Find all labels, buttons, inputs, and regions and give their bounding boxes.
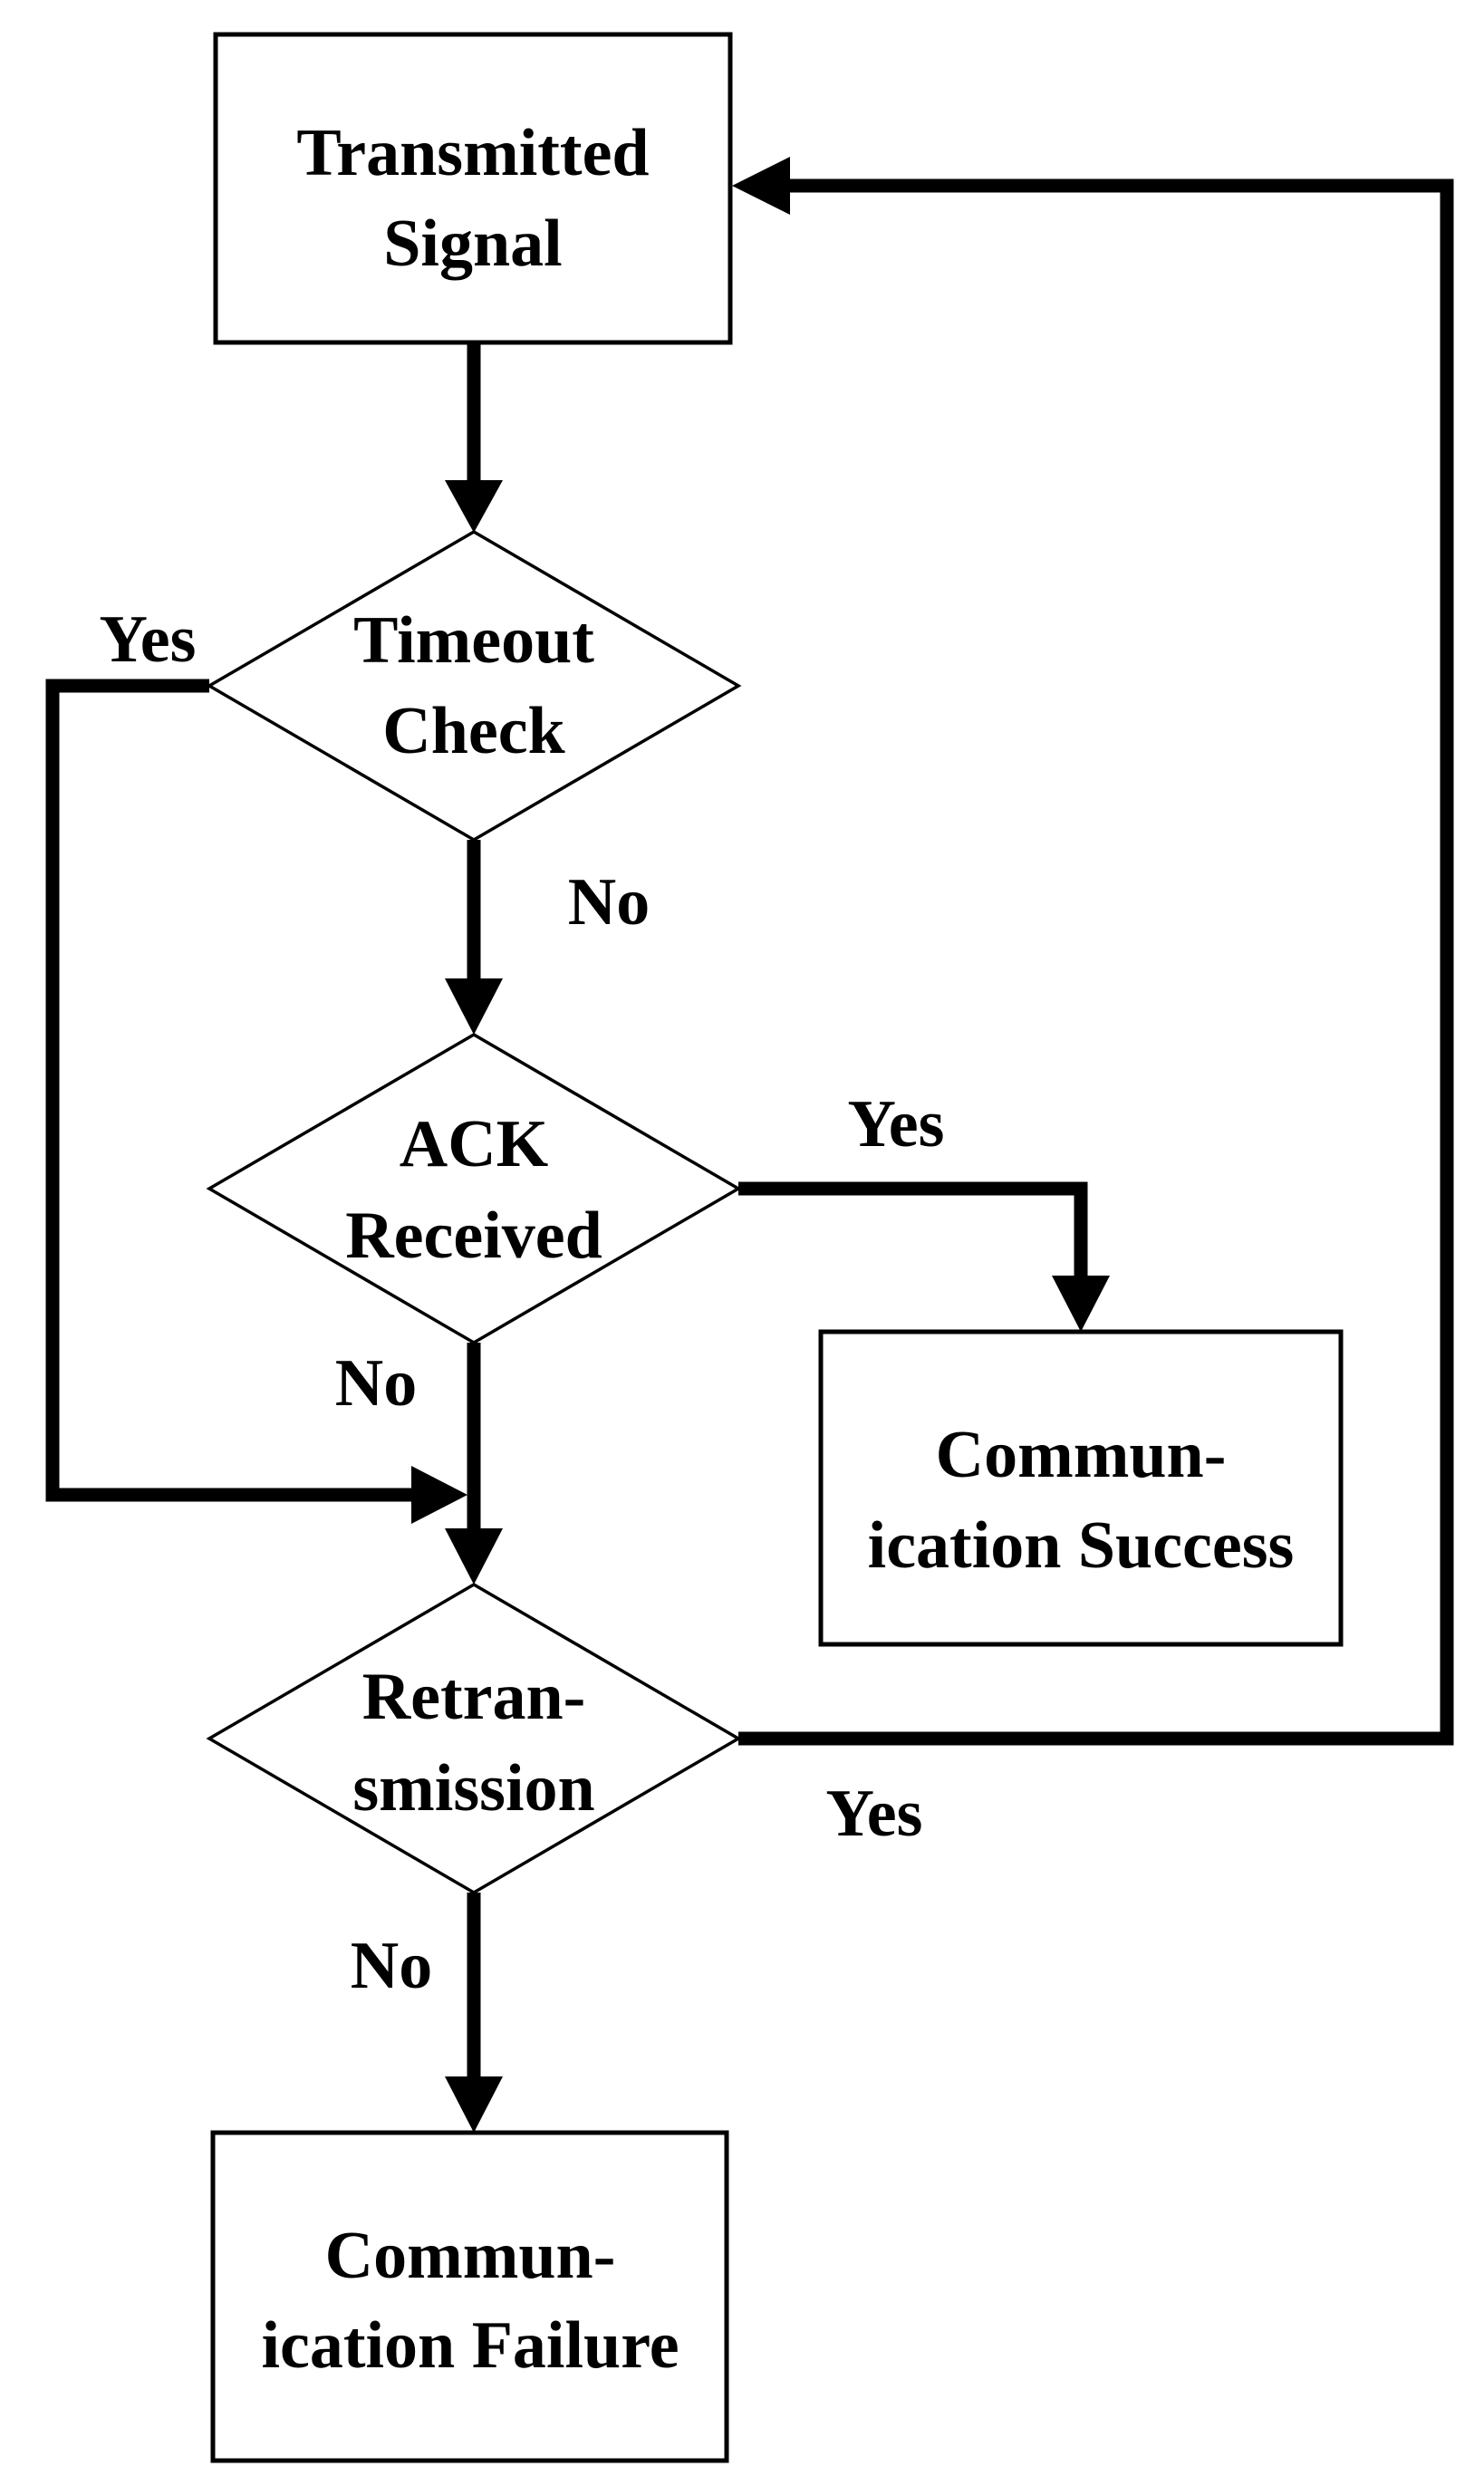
retransmission-diamond (206, 1582, 742, 1895)
arrowhead-into-success (1052, 1276, 1110, 1332)
arrowheads (411, 157, 1110, 2133)
communication-failure-label-line1: Commun- (325, 2219, 616, 2293)
ack-received-diamond (206, 1032, 742, 1345)
arrowhead-into-retransmission (445, 1528, 503, 1585)
nodes (206, 32, 1344, 2463)
communication-success-box (818, 1329, 1344, 1647)
timeout-no-label: No (568, 865, 650, 939)
arrowhead-into-timeout (445, 480, 503, 533)
arrowhead-into-failure (445, 2076, 503, 2133)
connectors (45, 178, 1454, 2080)
ack-received-label-line2: Received (345, 1199, 602, 1273)
timeout-check-diamond (206, 529, 742, 843)
arrowhead-into-transmitted (732, 157, 790, 215)
communication-success-label-line2: ication Success (868, 1508, 1295, 1583)
ack-received-label-line1: ACK (400, 1107, 548, 1181)
edge-retransmission-yes-right-loop (738, 178, 1454, 1746)
communication-success-label-line1: Commun- (936, 1418, 1227, 1492)
timeout-check-label-line2: Check (382, 694, 565, 768)
communication-failure-label-line2: ication Failure (261, 2308, 679, 2383)
transmitted-signal-label-line2: Signal (383, 207, 562, 281)
edge-labels: Yes No Yes No Yes No (100, 602, 945, 2003)
retransmission-no-label: No (351, 1929, 432, 2003)
timeout-check-label-line1: Timeout (353, 603, 594, 678)
communication-failure-box (210, 2130, 729, 2463)
arrowhead-into-ack (445, 978, 503, 1035)
node-labels: Transmitted Signal Timeout Check ACK Rec… (261, 116, 1294, 2383)
timeout-yes-label: Yes (100, 602, 197, 677)
ack-no-label: No (335, 1346, 417, 1421)
transmitted-signal-label-line1: Transmitted (296, 116, 649, 190)
retransmission-label-line1: Retran- (362, 1660, 586, 1734)
retransmission-label-line2: smission (352, 1751, 594, 1826)
edge-timeout-yes-left-loop (45, 679, 413, 1502)
ack-yes-label: Yes (848, 1087, 945, 1161)
transmitted-signal-box (213, 32, 733, 345)
edge-ack-yes-to-success (738, 1181, 1088, 1279)
arrowhead-merge-into-no-line (411, 1466, 467, 1524)
retransmission-yes-label: Yes (826, 1777, 923, 1851)
